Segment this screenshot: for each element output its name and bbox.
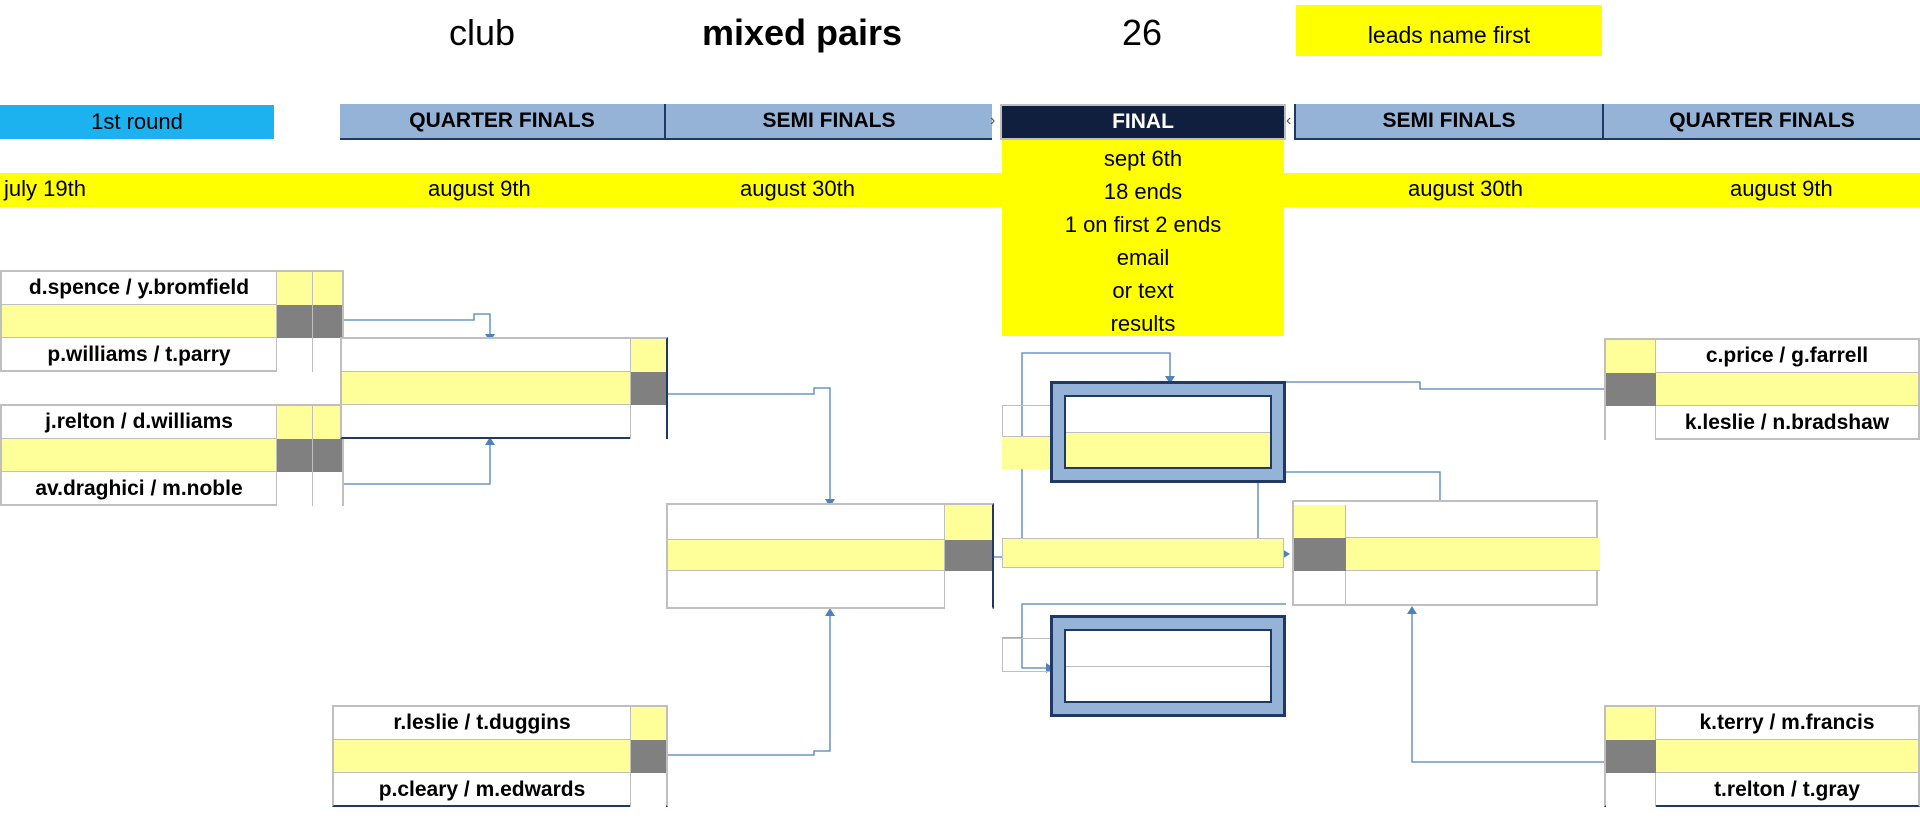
header-semi-finals-left: SEMI FINALS (666, 104, 992, 140)
score-cell[interactable] (630, 405, 666, 439)
score-cell[interactable] (1294, 571, 1346, 604)
year-label: 26 (1121, 12, 1163, 53)
match-qf-right-top: c.price / g.farrell k.leslie / n.bradsha… (1604, 338, 1920, 440)
team-name: j.relton / d.williams (45, 410, 233, 433)
connector-r1-a (344, 313, 491, 338)
final-ends: 18 ends (1103, 179, 1183, 204)
team-name: p.williams / t.parry (47, 342, 231, 366)
header-final: FINAL (1000, 104, 1286, 140)
match-sf-right (1292, 500, 1600, 606)
final-slot[interactable] (1064, 629, 1272, 703)
score-cell[interactable] (630, 740, 666, 773)
arrow-right-icon: › (990, 112, 996, 129)
final-info-panel: sept 6th 18 ends 1 on first 2 ends email… (1002, 140, 1284, 336)
score-cell[interactable] (312, 406, 342, 439)
final-match-upper (1050, 381, 1286, 483)
score-cell[interactable] (944, 505, 992, 540)
score-cell[interactable] (276, 272, 312, 305)
final-left-stub (1002, 405, 1052, 437)
connector-qf-left-bottom (666, 612, 831, 756)
match-r1-1: d.spence / y.bromfield p.williams / t.pa… (0, 270, 344, 372)
score-cell[interactable] (276, 406, 312, 439)
date-band (0, 173, 1920, 207)
final-results: results (1110, 311, 1176, 336)
header-quarter-finals-right: QUARTER FINALS (1604, 104, 1920, 140)
team-name: k.terry / m.francis (1699, 711, 1875, 734)
score-cell[interactable] (276, 305, 312, 338)
final-slot[interactable] (1064, 395, 1272, 469)
score-cell[interactable] (944, 540, 992, 571)
score-cell[interactable] (312, 272, 342, 305)
final-left-stub-yellow (1002, 437, 1052, 469)
match-qf-right-bottom: k.terry / m.francis t.relton / t.gray (1604, 705, 1920, 807)
date-first-round: july 19th (4, 176, 86, 201)
score-cell[interactable] (276, 338, 312, 372)
date-semi-finals-right: august 30th (1408, 176, 1523, 201)
score-cell[interactable] (630, 707, 666, 740)
final-match-lower (1050, 615, 1286, 717)
team-name: d.spence / y.bromfield (28, 276, 250, 299)
connector-qf-left-top (666, 387, 831, 503)
team-name: t.relton / t.gray (1714, 777, 1860, 801)
score-cell[interactable] (1294, 505, 1346, 538)
arrow-left-icon: ‹ (1286, 112, 1292, 129)
arrowhead (1407, 606, 1417, 614)
match-r1-2: j.relton / d.williams av.draghici / m.no… (0, 404, 344, 506)
event-title: mixed pairs (701, 12, 903, 53)
score-cell[interactable] (312, 472, 342, 506)
date-quarter-finals-right: august 9th (1730, 176, 1833, 201)
score-cell[interactable] (1606, 340, 1656, 373)
score-cell[interactable] (630, 339, 666, 372)
final-text: or text (1112, 278, 1174, 303)
match-sf-left (666, 503, 994, 609)
match-qf-left-top (340, 337, 668, 439)
score-cell[interactable] (630, 773, 666, 807)
score-cell[interactable] (944, 571, 992, 609)
final-date: sept 6th (1103, 146, 1183, 171)
score-cell[interactable] (312, 305, 342, 338)
match-qf-left-bottom: r.leslie / t.duggins p.cleary / m.edward… (332, 705, 668, 807)
arrowhead (485, 437, 495, 445)
final-rule: 1 on first 2 ends (1064, 212, 1222, 237)
score-cell[interactable] (1294, 538, 1346, 571)
date-quarter-finals-left: august 9th (428, 176, 531, 201)
team-name: r.leslie / t.duggins (393, 711, 571, 734)
club-label: club (448, 12, 516, 53)
team-name: c.price / g.farrell (1705, 344, 1869, 367)
connector-final-lower-left (1021, 603, 1286, 669)
team-name: p.cleary / m.edwards (378, 777, 586, 801)
connector-final-upper (1286, 381, 1604, 390)
arrowhead (1282, 549, 1290, 559)
arrowhead (1165, 376, 1175, 384)
date-semi-finals-left: august 30th (740, 176, 855, 201)
instruction-note: leads name first (1296, 5, 1602, 56)
score-cell[interactable] (1606, 707, 1656, 740)
score-cell[interactable] (312, 338, 342, 372)
score-cell[interactable] (1606, 373, 1656, 406)
score-cell[interactable] (312, 439, 342, 472)
score-cell[interactable] (1606, 773, 1656, 807)
connector-qf-right-bottom (1411, 610, 1604, 763)
connector-final-lower-right (1286, 471, 1441, 500)
header-quarter-finals-left: QUARTER FINALS (340, 104, 666, 140)
final-middle-row (1002, 538, 1284, 568)
connector-r1-b (340, 441, 491, 485)
final-left-stub-lower (1002, 638, 1052, 672)
score-cell[interactable] (276, 472, 312, 506)
score-cell[interactable] (1606, 740, 1656, 773)
team-name: k.leslie / n.bradshaw (1684, 410, 1890, 434)
score-cell[interactable] (276, 439, 312, 472)
team-name: av.draghici / m.noble (35, 476, 243, 500)
arrowhead (825, 608, 835, 616)
final-email: email (1116, 245, 1170, 270)
header-semi-finals-right: SEMI FINALS (1294, 104, 1604, 140)
header-first-round: 1st round (0, 105, 274, 139)
score-cell[interactable] (630, 372, 666, 405)
score-cell[interactable] (1606, 406, 1656, 440)
